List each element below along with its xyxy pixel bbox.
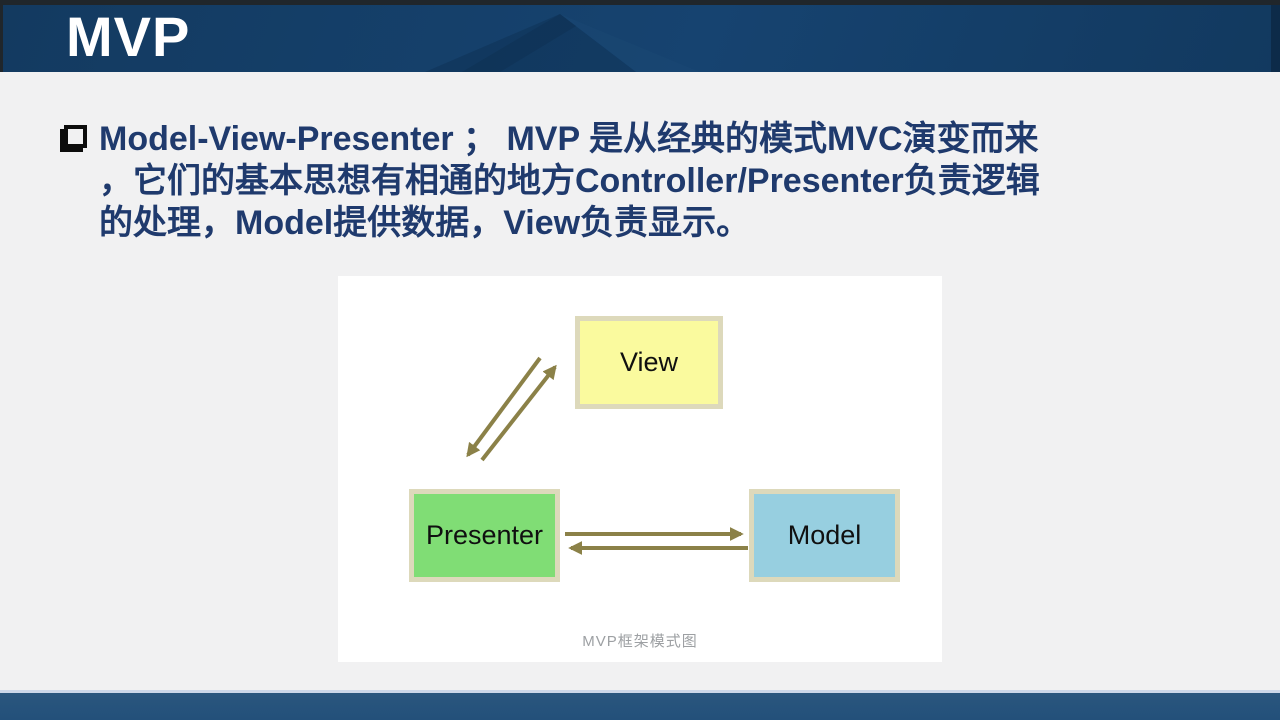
header-left-edge xyxy=(0,0,3,72)
top-dark-strip xyxy=(0,0,1280,5)
header-right-edge xyxy=(1271,0,1280,72)
diagram-arrows xyxy=(466,356,748,555)
slide-footer xyxy=(0,693,1280,720)
page-title: MVP xyxy=(66,5,191,68)
node-presenter-label: Presenter xyxy=(425,520,544,550)
diagram-node-presenter: Presenter xyxy=(409,489,560,582)
slide-header: MVP xyxy=(0,0,1280,72)
header-building-decoration xyxy=(425,14,700,72)
diagram-caption: MVP框架模式图 xyxy=(582,633,698,650)
node-view-label: View xyxy=(619,347,679,377)
bullet-text: Model-View-Presenter ； MVP 是从经典的模式MVC演变而… xyxy=(99,118,1040,244)
diagram-node-view: View xyxy=(575,316,723,409)
node-model-label: Model xyxy=(787,520,862,550)
footer-accent-line xyxy=(0,690,1280,693)
diagram-node-model: Model xyxy=(749,489,900,582)
bullet-square-icon xyxy=(64,125,87,148)
bullet-paragraph: Model-View-Presenter ； MVP 是从经典的模式MVC演变而… xyxy=(64,118,1214,244)
mvp-diagram-panel: View Presenter Model MVP框架模式图 xyxy=(338,276,942,662)
bullet-text-line-3: 的处理，Model提供数据，View负责显示。 xyxy=(99,204,751,242)
bullet-text-line-1: Model-View-Presenter ； MVP 是从经典的模式MVC演变而… xyxy=(99,120,1039,158)
bullet-text-line-2: ，它们的基本思想有相通的地方Controller/Presenter负责逻辑 xyxy=(99,162,1040,200)
